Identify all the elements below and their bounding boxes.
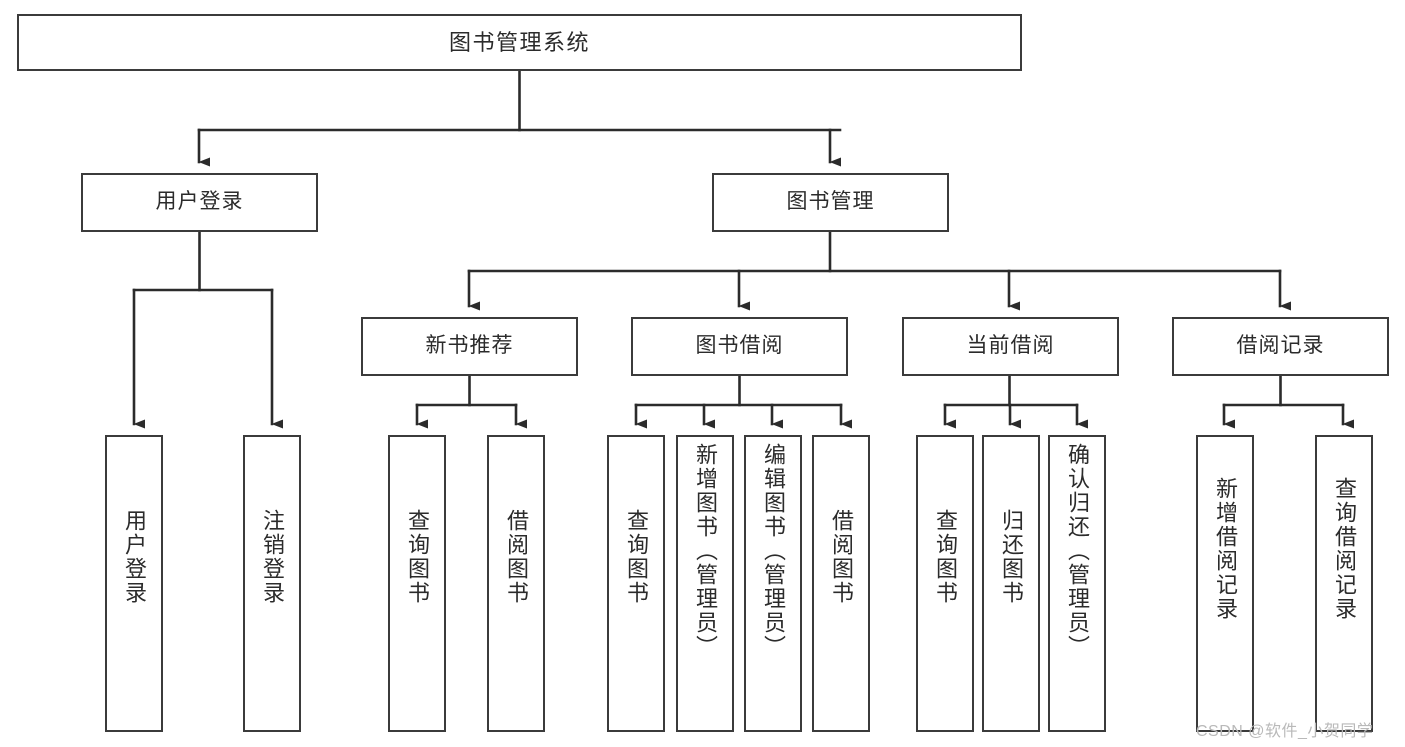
leaf-edit-book[interactable]: 编辑图书（管理员） <box>744 435 802 732</box>
node-book-manage[interactable]: 图书管理 <box>712 173 949 232</box>
leaf-borrow-book[interactable]: 借阅图书 <box>812 435 870 732</box>
leaf-logout-label: 注销登录 <box>259 509 285 605</box>
leaf-add-book-label: 新增图书（管理员） <box>692 443 718 659</box>
node-new-book-recommend-label: 新书推荐 <box>425 334 514 358</box>
leaf-query-book-current[interactable]: 查询图书 <box>916 435 974 732</box>
leaf-query-book-recommend[interactable]: 查询图书 <box>388 435 446 732</box>
leaf-query-borrow-record[interactable]: 查询借阅记录 <box>1315 435 1373 732</box>
leaf-return-book[interactable]: 归还图书 <box>982 435 1040 732</box>
node-book-borrow-label: 图书借阅 <box>695 334 784 358</box>
node-borrow-record[interactable]: 借阅记录 <box>1172 317 1389 376</box>
node-root-label: 图书管理系统 <box>448 29 590 55</box>
leaf-borrow-book-recommend[interactable]: 借阅图书 <box>487 435 545 732</box>
leaf-confirm-return[interactable]: 确认归还（管理员） <box>1048 435 1106 732</box>
leaf-query-book-borrow[interactable]: 查询图书 <box>607 435 665 732</box>
node-user-login[interactable]: 用户登录 <box>81 173 318 232</box>
leaf-borrow-book-label: 借阅图书 <box>828 509 854 605</box>
node-current-borrow-label: 当前借阅 <box>966 334 1055 358</box>
node-book-borrow[interactable]: 图书借阅 <box>631 317 848 376</box>
node-borrow-record-label: 借阅记录 <box>1236 334 1325 358</box>
leaf-confirm-return-label: 确认归还（管理员） <box>1064 443 1090 659</box>
leaf-query-borrow-record-label: 查询借阅记录 <box>1331 477 1357 621</box>
leaf-add-borrow-record[interactable]: 新增借阅记录 <box>1196 435 1254 732</box>
leaf-logout[interactable]: 注销登录 <box>243 435 301 732</box>
leaf-query-book-recommend-label: 查询图书 <box>404 509 430 605</box>
leaf-query-book-borrow-label: 查询图书 <box>623 509 649 605</box>
leaf-user-login[interactable]: 用户登录 <box>105 435 163 732</box>
leaf-query-book-current-label: 查询图书 <box>932 509 958 605</box>
watermark-text: CSDN @软件_小贺同学 <box>1196 723 1374 740</box>
leaf-user-login-label: 用户登录 <box>121 509 147 605</box>
leaf-borrow-book-recommend-label: 借阅图书 <box>503 509 529 605</box>
leaf-add-borrow-record-label: 新增借阅记录 <box>1212 477 1238 621</box>
node-book-manage-label: 图书管理 <box>786 190 875 214</box>
node-root[interactable]: 图书管理系统 <box>17 14 1022 71</box>
node-user-login-label: 用户登录 <box>155 190 244 214</box>
leaf-return-book-label: 归还图书 <box>998 509 1024 605</box>
node-current-borrow[interactable]: 当前借阅 <box>902 317 1119 376</box>
leaf-add-book[interactable]: 新增图书（管理员） <box>676 435 734 732</box>
node-new-book-recommend[interactable]: 新书推荐 <box>361 317 578 376</box>
leaf-edit-book-label: 编辑图书（管理员） <box>760 443 786 659</box>
